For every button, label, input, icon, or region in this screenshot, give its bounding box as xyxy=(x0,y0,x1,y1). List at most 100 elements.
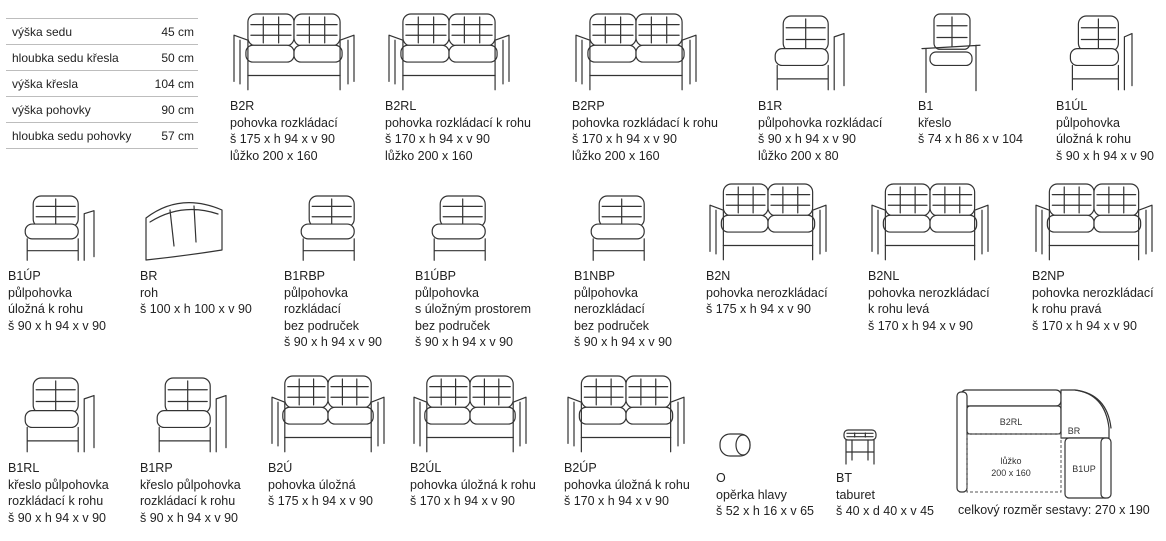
armrest xyxy=(1123,32,1133,91)
dimension-label: výška křesla xyxy=(6,70,145,97)
item-description-line: š 90 x h 94 x v 90 xyxy=(8,510,106,525)
seat-cushion xyxy=(774,48,829,67)
item-description-line: lůžko 200 x 160 xyxy=(572,148,660,163)
seat-cushion xyxy=(578,406,627,425)
back-cushion xyxy=(929,183,976,217)
sofa-two-seat-right-illustration xyxy=(575,13,697,91)
item-description-line: úložná k rohu xyxy=(1056,132,1132,146)
item-code: B2ÚP xyxy=(564,461,597,475)
item-description-line: opěrka hlavy xyxy=(716,487,787,502)
item-description-line: s úložným prostorem xyxy=(415,302,532,316)
item-description-line: bez područek xyxy=(574,318,650,333)
half-sofa-storage-illustration xyxy=(431,195,486,261)
right-armrest xyxy=(812,204,827,261)
item-description-line: křeslo půlpohovka xyxy=(140,477,241,492)
armrest xyxy=(833,32,845,91)
seat-cushion xyxy=(469,406,516,425)
item-description-line: křeslo půlpohovka xyxy=(8,477,109,492)
back-cushion xyxy=(293,13,341,47)
armchair-half-sofa-right-illustration xyxy=(156,377,227,453)
left-armrest xyxy=(1035,204,1050,261)
item-code: B2NP xyxy=(1032,269,1065,283)
back-cushion xyxy=(767,183,814,217)
sofa-two-seat-illustration xyxy=(233,13,355,91)
armchair-half-sofa-left-illustration xyxy=(24,377,95,453)
right-armrest xyxy=(1138,204,1153,261)
back-cushion xyxy=(635,13,683,47)
item-code: B2NL xyxy=(868,269,900,283)
seat-cushion xyxy=(282,406,329,425)
item-description-line: š 40 x d 40 x v 45 xyxy=(836,504,934,518)
item-description-line: bez područek xyxy=(415,318,491,333)
left-armrest xyxy=(388,34,404,91)
item-description-line: pohovka úložná k rohu xyxy=(564,477,690,492)
item-code: B2Ú xyxy=(268,461,293,475)
item-description-line: pohovka rozkládací k rohu xyxy=(385,115,531,130)
corner-seat-illustration xyxy=(145,202,223,261)
dimension-label: výška sedu xyxy=(6,18,145,45)
item-description-line: š 170 x h 94 x v 90 xyxy=(1032,318,1137,333)
seat-cushion xyxy=(448,44,498,63)
item-description-line: taburet xyxy=(836,487,875,502)
back-cushion xyxy=(284,375,329,409)
item-code: B1ÚBP xyxy=(415,269,456,283)
right-armrest xyxy=(494,34,510,91)
back-cushion xyxy=(580,375,627,409)
item-description-line: š 170 x h 94 x v 90 xyxy=(868,318,973,333)
item-description-line: pohovka nerozkládací xyxy=(706,285,828,300)
back-cushion xyxy=(327,375,372,409)
item-description-line: pohovka rozkládací k rohu xyxy=(572,115,718,130)
item-description-line: š 52 x h 16 x v 65 xyxy=(716,504,814,518)
b2rl-plan-label: B2RL xyxy=(1000,417,1023,427)
half-sofa-no-armrest-illustration xyxy=(300,195,355,261)
frame xyxy=(921,44,981,93)
armrest xyxy=(83,210,95,261)
item-description-line: půlpohovka xyxy=(415,285,479,300)
stool-legs xyxy=(845,439,875,465)
seat-cushion xyxy=(767,214,816,233)
corner-seams xyxy=(149,205,219,247)
frame xyxy=(302,238,355,261)
total-dimensions: celkový rozměr sestavy: 270 x 190 xyxy=(958,503,1150,517)
frame xyxy=(776,64,829,91)
item-code: BT xyxy=(836,471,852,485)
item-code: O xyxy=(716,471,726,485)
seat-cushion xyxy=(929,214,978,233)
seat-cushion xyxy=(400,44,450,63)
item-description-line: š 90 x h 94 x v 90 xyxy=(574,335,672,349)
dimension-label: výška pohovky xyxy=(6,96,145,123)
br-plan-label: BR xyxy=(1068,426,1081,436)
item-description-line: š 100 x h 100 x v 90 xyxy=(140,302,252,316)
seat-cushion xyxy=(327,406,374,425)
item-description-line: š 170 x h 94 x v 90 xyxy=(410,494,515,508)
seat-cushion xyxy=(156,410,211,429)
item-code: BR xyxy=(140,269,158,283)
back-cushion xyxy=(426,375,471,409)
item-code: B1RL xyxy=(8,461,40,475)
left-armrest xyxy=(567,396,582,453)
seat-cushion xyxy=(431,223,486,240)
back-cushion xyxy=(884,183,931,217)
br-back-curve xyxy=(1074,389,1112,429)
item-description-line: pohovka úložná xyxy=(268,477,356,492)
item-description-line: rozkládací xyxy=(284,302,341,316)
bed-size-label: 200 x 160 xyxy=(991,468,1031,478)
item-description-line: pohovka rozkládací xyxy=(230,115,338,130)
